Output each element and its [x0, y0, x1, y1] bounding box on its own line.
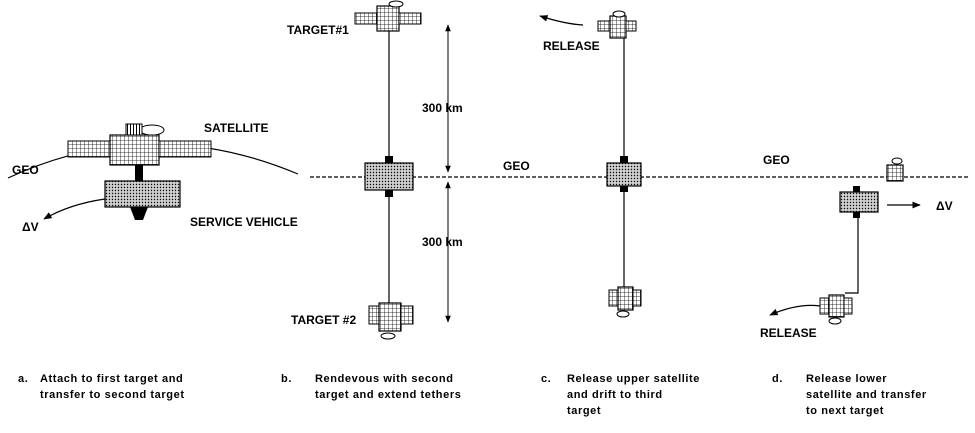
service-vehicle-icon [104, 165, 181, 220]
caption-c-line-2: and drift to third [567, 389, 663, 401]
caption-d-line-1: Release lower [806, 373, 888, 385]
released-satellite-icon [597, 10, 637, 39]
lower-distance-label: 300 km [422, 235, 463, 249]
drifting-satellite-icon [886, 157, 904, 182]
satellite-label: SATELLITE [204, 121, 268, 135]
panel-d-tether [845, 218, 859, 294]
caption-c-line-1: Release upper satellite [567, 373, 701, 385]
service-vehicle-icon [606, 156, 642, 192]
caption-d: d. Release lower satellite and transfer … [772, 371, 927, 419]
target-2-label: TARGET #2 [291, 313, 356, 327]
caption-b-line-2: target and extend tethers [315, 389, 462, 401]
satellite-icon [67, 123, 212, 166]
panel-b-geo-label: GEO [503, 159, 530, 173]
panel-b: TARGET#1 TARGET #2 300 km 300 km GEO [287, 0, 530, 340]
panel-d-geo-label: GEO [763, 153, 790, 167]
caption-c-marker: c. [541, 373, 552, 385]
panel-d-release-arrow [769, 304, 821, 316]
caption-b-marker: b. [281, 373, 292, 385]
caption-b-line-1: Rendevous with second [315, 373, 454, 385]
panel-c: RELEASE [539, 10, 642, 318]
caption-d-line-3: to next target [806, 405, 885, 417]
service-vehicle-label: SERVICE VEHICLE [190, 215, 298, 229]
target-1-label: TARGET#1 [287, 23, 349, 37]
panel-d-delta-v-label: ΔV [936, 199, 953, 213]
caption-c-line-3: target [567, 405, 602, 417]
caption-a-line-1: Attach to first target and [40, 373, 184, 385]
caption-d-marker: d. [772, 373, 783, 385]
panel-a-geo-label: GEO [12, 163, 39, 177]
panel-a: GEO SATELLITE ΔV SERVICE VEHICLE [7, 121, 299, 234]
upper-distance-label: 300 km [422, 101, 463, 115]
panel-a-delta-v-arrow [43, 198, 106, 220]
lower-satellite-icon [608, 286, 642, 318]
caption-c: c. Release upper satellite and drift to … [541, 371, 700, 419]
caption-d-line-2: satellite and transfer [806, 389, 927, 401]
panel-a-delta-v-label: ΔV [22, 220, 39, 234]
service-vehicle-icon [839, 186, 879, 218]
panel-c-release-arrow [539, 15, 584, 26]
caption-a: a. Attach to first target and transfer t… [18, 371, 185, 403]
service-vehicle-icon [364, 156, 414, 197]
target-1-satellite-icon [354, 0, 422, 32]
caption-a-line-2: transfer to second target [40, 389, 185, 401]
released-satellite-icon [819, 294, 853, 325]
target-2-satellite-icon [368, 302, 414, 340]
panel-d-release-label: RELEASE [760, 326, 817, 340]
panel-c-release-label: RELEASE [543, 39, 600, 53]
caption-b: b. Rendevous with second target and exte… [281, 371, 461, 403]
panel-d: GEO ΔV RELEASE [760, 153, 953, 340]
caption-a-marker: a. [18, 373, 29, 385]
